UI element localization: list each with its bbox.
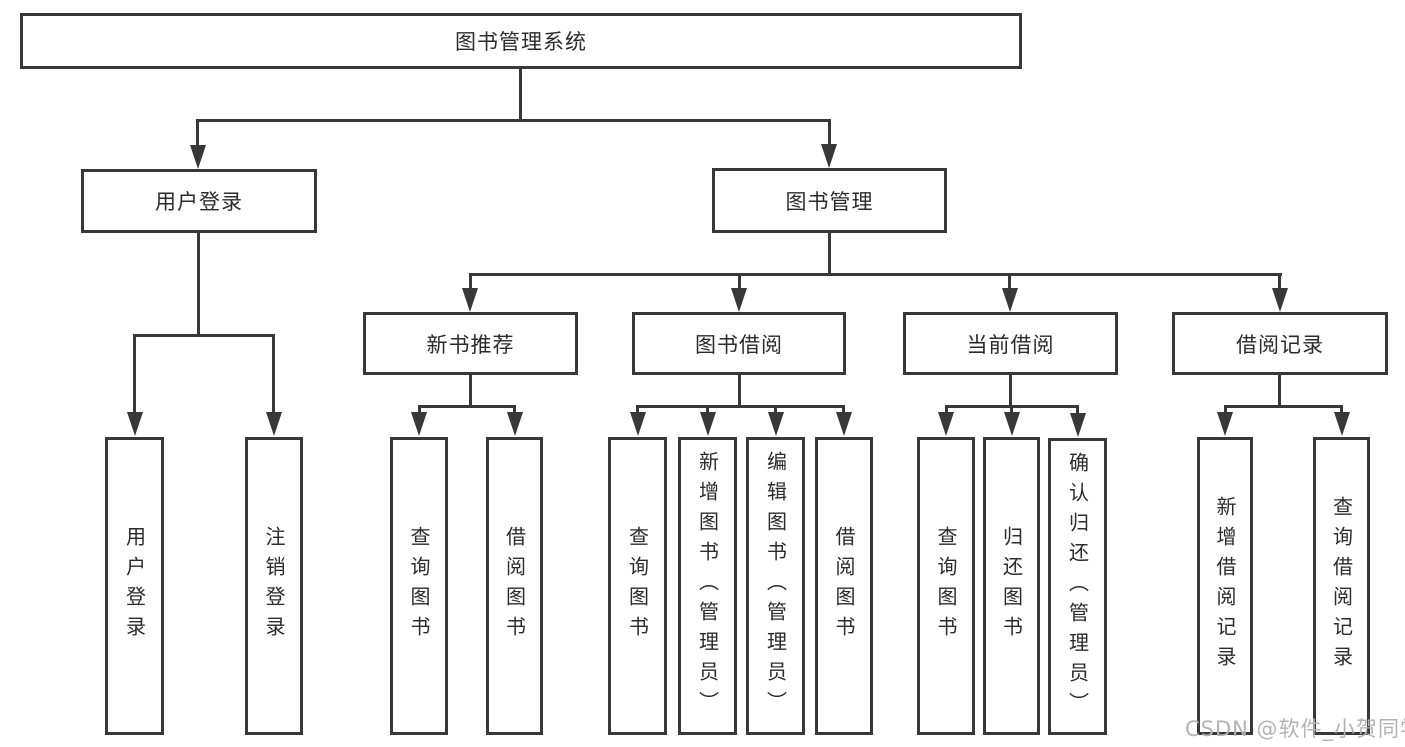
connector-drop-book-borrow (738, 273, 741, 293)
node-book-management-label: 图书管理 (785, 189, 874, 214)
connector-borrow-records-rail (1224, 405, 1342, 408)
leaf-query-borrow-record: 查询借阅记录 (1313, 437, 1370, 735)
connector-drop-return-books (1010, 405, 1013, 415)
leaf-user-login: 用户登录 (105, 437, 164, 735)
connector-drop-query-books-2 (636, 405, 639, 415)
node-new-book-recommend: 新书推荐 (363, 312, 578, 375)
connector-new-book-stem (469, 375, 472, 408)
leaf-add-borrow-record: 新增借阅记录 (1197, 437, 1253, 735)
arrowhead-leaf-user-login (127, 412, 143, 436)
node-root: 图书管理系统 (20, 13, 1022, 69)
arrowhead-add-record (1217, 412, 1233, 436)
connector-drop-current-borrow (1008, 273, 1011, 293)
connector-drop-edit-books (774, 405, 777, 415)
connector-drop-confirm-return (1076, 405, 1079, 415)
connector-drop-leaf-logout (272, 334, 275, 416)
node-new-book-recommend-label: 新书推荐 (426, 332, 515, 357)
arrowhead-current-borrow (1002, 288, 1018, 312)
connector-drop-new-book (469, 273, 472, 293)
node-book-borrow: 图书借阅 (632, 312, 846, 375)
connector-drop-borrow-books-2 (842, 405, 845, 415)
connector-drop-query-books-3 (945, 405, 948, 415)
arrowhead-return-books (1004, 412, 1020, 436)
arrowhead-borrow-records (1272, 288, 1288, 312)
connector-level3-rail (469, 273, 1282, 276)
csdn-watermark: CSDN @软件_小贺同学 (1185, 717, 1405, 741)
connector-drop-query-books-1 (418, 405, 421, 415)
leaf-borrow-books: 借阅图书 (815, 437, 873, 735)
arrowhead-borrow-books-2 (836, 412, 852, 436)
node-borrow-records-label: 借阅记录 (1236, 332, 1324, 357)
arrowhead-leaf-logout (266, 412, 282, 436)
leaf-return-books: 归还图书 (983, 437, 1040, 735)
arrowhead-add-books (700, 412, 716, 436)
connector-drop-leaf-user-login (133, 334, 136, 416)
connector-new-book-rail (418, 405, 516, 408)
arrowhead-query-books-2 (630, 412, 646, 436)
node-user-login-label: 用户登录 (155, 190, 243, 214)
arrowhead-confirm-return (1070, 413, 1086, 437)
connector-book-management-stem (828, 232, 831, 275)
connector-drop-query-record (1340, 405, 1343, 415)
connector-book-borrow-stem (738, 375, 741, 408)
arrowhead-borrow-books-1 (507, 412, 523, 436)
connector-drop-borrow-books-1 (513, 405, 516, 415)
connector-drop-book-management (828, 119, 831, 148)
connector-root-rail (197, 119, 831, 122)
connector-drop-user-login (196, 119, 199, 149)
leaf-logout: 注销登录 (245, 437, 303, 735)
leaf-query-books-borrow: 查询图书 (608, 437, 667, 735)
arrowhead-new-book (462, 288, 478, 312)
leaf-edit-books-admin: 编辑图书（管理员） (746, 437, 805, 735)
node-book-management: 图书管理 (712, 168, 947, 233)
arrowhead-user-login (190, 145, 206, 169)
connector-user-login-stem (197, 232, 200, 336)
node-borrow-records: 借阅记录 (1172, 312, 1388, 375)
arrowhead-query-books-1 (411, 412, 427, 436)
arrowhead-book-borrow (731, 288, 747, 312)
leaf-add-books-admin: 新增图书（管理员） (678, 437, 737, 735)
leaf-confirm-return-admin: 确认归还（管理员） (1048, 438, 1107, 735)
leaf-query-books-recommend: 查询图书 (390, 437, 448, 735)
node-user-login: 用户登录 (81, 169, 317, 233)
connector-drop-add-books (706, 405, 709, 415)
leaf-query-books-current: 查询图书 (917, 437, 975, 735)
connector-drop-borrow-records (1278, 273, 1281, 293)
node-current-borrow: 当前借阅 (903, 312, 1118, 375)
node-root-label: 图书管理系统 (455, 30, 587, 54)
arrowhead-query-books-3 (938, 412, 954, 436)
connector-book-borrow-rail (636, 405, 845, 408)
arrowhead-query-record (1334, 412, 1350, 436)
arrowhead-edit-books (768, 412, 784, 436)
connector-root-stem (519, 68, 522, 121)
connector-current-borrow-stem (1009, 375, 1012, 408)
node-current-borrow-label: 当前借阅 (966, 332, 1055, 357)
node-book-borrow-label: 图书借阅 (695, 332, 783, 357)
connector-drop-add-record (1224, 405, 1227, 415)
arrowhead-book-management (821, 144, 837, 168)
connector-user-login-rail (133, 334, 275, 337)
connector-borrow-records-stem (1278, 375, 1281, 408)
leaf-borrow-books-recommend: 借阅图书 (486, 437, 543, 735)
